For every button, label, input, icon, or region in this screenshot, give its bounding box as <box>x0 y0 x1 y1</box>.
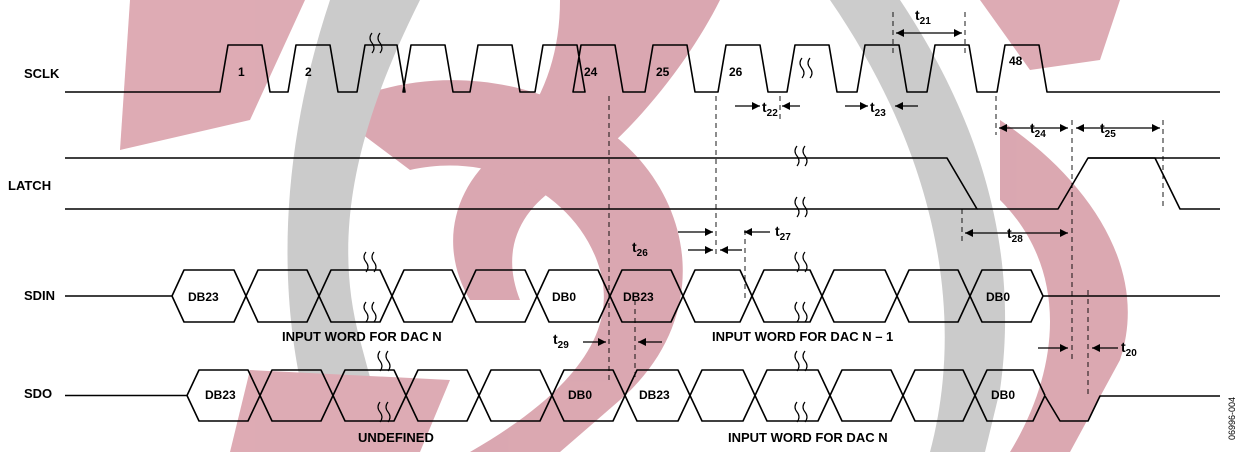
sdin-note-word-n-minus-1: INPUT WORD FOR DAC N – 1 <box>712 329 893 344</box>
sdo-bit-db23-second: DB23 <box>639 388 670 402</box>
timing-label-t28: t28 <box>1007 225 1023 245</box>
latch-break-mark-2 <box>794 196 808 218</box>
sclk-pulse-48: 48 <box>1009 54 1023 68</box>
sclk-trace <box>65 44 1220 93</box>
sclk-pulse-2: 2 <box>305 65 312 79</box>
sdo-bus: DB23 DB0 DB23 DB0 UNDEFINED INPUT WORD F… <box>65 350 1220 445</box>
sdo-bit-db0-second: DB0 <box>991 388 1015 402</box>
signal-label-sclk: SCLK <box>24 66 60 81</box>
watermark-logo <box>120 0 1128 452</box>
sclk-waveform: 1 2 24 25 26 48 <box>65 32 1220 93</box>
t20-arrowhead-left <box>1060 344 1068 352</box>
timing-label-t21: t21 <box>915 7 931 27</box>
t27-arrowhead-left <box>705 228 713 236</box>
sdo-break-mark-3 <box>794 350 808 372</box>
timing-label-t27: t27 <box>775 223 791 243</box>
sdo-break-mark-2 <box>377 401 391 423</box>
timing-arrows <box>583 29 1160 352</box>
sdo-break-mark-1 <box>377 350 391 372</box>
sdin-trace <box>65 269 1220 323</box>
timing-label-t25: t25 <box>1100 120 1116 140</box>
timing-label-t22: t22 <box>762 99 778 119</box>
t24-arrowheads <box>999 124 1068 132</box>
sdo-break-mark-4 <box>794 401 808 423</box>
t26-arrowhead-right <box>720 246 728 254</box>
latch-break-mark-1 <box>794 145 808 167</box>
t21-arrowheads <box>896 29 962 37</box>
timing-labels: t21 t22 t23 t24 t25 t28 t27 t26 t29 t20 <box>553 7 1137 359</box>
t22-arrowhead-left <box>752 102 760 110</box>
timing-label-t26: t26 <box>632 239 648 259</box>
sclk-pulse-25: 25 <box>656 65 670 79</box>
t23-arrowhead-right <box>895 102 903 110</box>
sclk-pulse-24: 24 <box>584 65 598 79</box>
sdin-break-mark-2 <box>363 301 377 323</box>
sdin-bit-db23-second: DB23 <box>623 290 654 304</box>
timing-reference-lines <box>608 12 1164 395</box>
latch-trace-first <box>65 157 978 210</box>
sclk-pulse-26: 26 <box>729 65 743 79</box>
signal-label-sdo: SDO <box>24 386 52 401</box>
sdin-break-mark-4 <box>794 301 808 323</box>
latch-waveform <box>65 145 1220 218</box>
sdo-trace <box>65 369 1220 422</box>
sdin-bus: DB23 DB0 DB23 DB0 INPUT WORD FOR DAC N I… <box>65 251 1220 344</box>
sdin-note-word-n: INPUT WORD FOR DAC N <box>282 329 442 344</box>
timing-label-t24: t24 <box>1030 120 1046 140</box>
signal-label-latch: LATCH <box>8 178 51 193</box>
timing-label-t29: t29 <box>553 331 569 351</box>
figure-id: 06996-004 <box>1227 397 1237 440</box>
sdo-note-word-n: INPUT WORD FOR DAC N <box>728 430 888 445</box>
sdin-bit-db23-first: DB23 <box>188 290 219 304</box>
t22-arrowhead-right <box>782 102 790 110</box>
t29-arrowhead-right <box>638 338 646 346</box>
t26-arrowhead-left <box>705 246 713 254</box>
t20-arrowhead-right <box>1092 344 1100 352</box>
t29-arrowhead-left <box>598 338 606 346</box>
sdin-break-mark-1 <box>363 251 377 273</box>
timing-label-t20: t20 <box>1121 339 1137 359</box>
sclk-break-mark-1 <box>369 32 383 54</box>
timing-label-t23: t23 <box>870 99 886 119</box>
t27-arrowhead-top <box>744 228 752 236</box>
sclk-pulse-1: 1 <box>238 65 245 79</box>
sdin-bit-db0-second: DB0 <box>986 290 1010 304</box>
sdo-note-undefined: UNDEFINED <box>358 430 434 445</box>
t23-arrowhead-left <box>860 102 868 110</box>
sdo-bit-db0-first: DB0 <box>568 388 592 402</box>
signal-label-sdin: SDIN <box>24 288 55 303</box>
sdo-bit-db23-first: DB23 <box>205 388 236 402</box>
sdin-break-mark-3 <box>794 251 808 273</box>
sclk-break-mark-2 <box>799 57 813 79</box>
sdin-bit-db0-first: DB0 <box>552 290 576 304</box>
